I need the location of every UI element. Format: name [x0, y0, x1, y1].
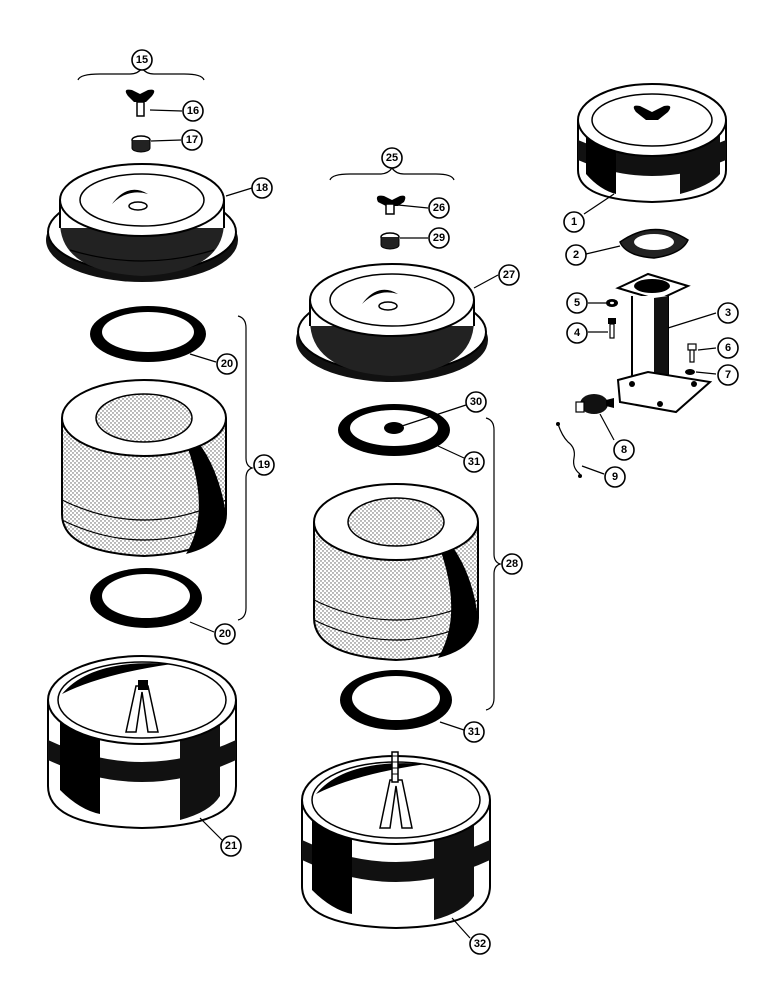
wing-nut-26-part — [376, 195, 406, 215]
svg-text:15: 15 — [136, 54, 148, 66]
bolt-6-part — [687, 343, 697, 363]
gasket-2-part — [619, 228, 689, 259]
air-cleaner-1-part — [577, 83, 727, 204]
gasket-20-top-part — [90, 306, 206, 362]
svg-text:30: 30 — [470, 396, 482, 408]
svg-text:3: 3 — [725, 307, 731, 319]
svg-text:17: 17 — [186, 134, 198, 146]
callout-29: 29 — [428, 227, 450, 249]
right-assembly — [556, 83, 727, 478]
callout-16: 16 — [182, 100, 204, 122]
left-assembly — [46, 66, 254, 830]
cover-27-part — [296, 263, 488, 382]
callout-3: 3 — [717, 302, 739, 324]
gasket-20-bottom-part — [90, 568, 202, 628]
callout-32: 32 — [469, 933, 491, 955]
bushing-17-part — [131, 135, 151, 153]
washer-5-part — [606, 299, 618, 307]
svg-text:27: 27 — [503, 269, 515, 281]
svg-text:18: 18 — [256, 182, 268, 194]
callout-26: 26 — [428, 197, 450, 219]
filter-element-28-part — [313, 483, 479, 662]
cover-18-part — [46, 163, 238, 282]
callout-20-bottom: 20 — [214, 623, 236, 645]
callout-17: 17 — [181, 129, 203, 151]
callout-28: 28 — [501, 553, 523, 575]
callout-20-top: 20 — [216, 353, 238, 375]
callout-27: 27 — [498, 264, 520, 286]
svg-text:2: 2 — [573, 249, 579, 261]
svg-text:20: 20 — [219, 628, 231, 640]
callout-1: 1 — [563, 211, 585, 233]
callout-21: 21 — [220, 835, 242, 857]
svg-text:31: 31 — [468, 726, 480, 738]
svg-text:8: 8 — [621, 444, 627, 456]
washer-7-part — [685, 369, 695, 375]
gasket-31-top-part — [338, 404, 450, 456]
callout-30: 30 — [465, 391, 487, 413]
svg-text:26: 26 — [433, 202, 445, 214]
callout-2: 2 — [565, 244, 587, 266]
adapter-3-part — [615, 272, 713, 414]
middle-assembly — [296, 166, 502, 930]
svg-text:31: 31 — [468, 456, 480, 468]
svg-text:9: 9 — [612, 471, 618, 483]
restriction-indicator-8-part — [575, 394, 614, 414]
wing-nut-16-part — [125, 89, 155, 117]
callout-5: 5 — [566, 292, 588, 314]
callout-8: 8 — [613, 439, 635, 461]
callout-6: 6 — [717, 337, 739, 359]
callout-18: 18 — [251, 177, 273, 199]
leader-lines — [149, 109, 717, 939]
callout-7: 7 — [717, 364, 739, 386]
svg-text:1: 1 — [571, 216, 577, 228]
bolt-4-part — [608, 318, 616, 339]
callout-31-top: 31 — [463, 451, 485, 473]
svg-text:25: 25 — [386, 152, 398, 164]
svg-text:5: 5 — [574, 297, 580, 309]
svg-text:20: 20 — [221, 358, 233, 370]
callout-19: 19 — [253, 454, 275, 476]
svg-text:29: 29 — [433, 232, 445, 244]
wire-9-part — [556, 422, 582, 478]
callout-31-bottom: 31 — [463, 721, 485, 743]
gasket-31-bottom-part — [340, 670, 452, 730]
body-21-part — [47, 655, 237, 830]
svg-text:4: 4 — [574, 327, 581, 339]
svg-text:21: 21 — [225, 840, 237, 852]
svg-text:32: 32 — [474, 938, 486, 950]
callout-9: 9 — [604, 466, 626, 488]
svg-text:19: 19 — [258, 459, 270, 471]
callout-25: 25 — [381, 147, 403, 169]
svg-text:6: 6 — [725, 342, 731, 354]
svg-text:16: 16 — [187, 105, 199, 117]
callout-4: 4 — [566, 322, 588, 344]
svg-text:28: 28 — [506, 558, 518, 570]
callout-15: 15 — [131, 49, 153, 71]
svg-text:7: 7 — [725, 369, 731, 381]
body-32-part — [301, 751, 491, 930]
filter-element-19-part — [61, 379, 227, 558]
bushing-29-part — [380, 232, 400, 250]
